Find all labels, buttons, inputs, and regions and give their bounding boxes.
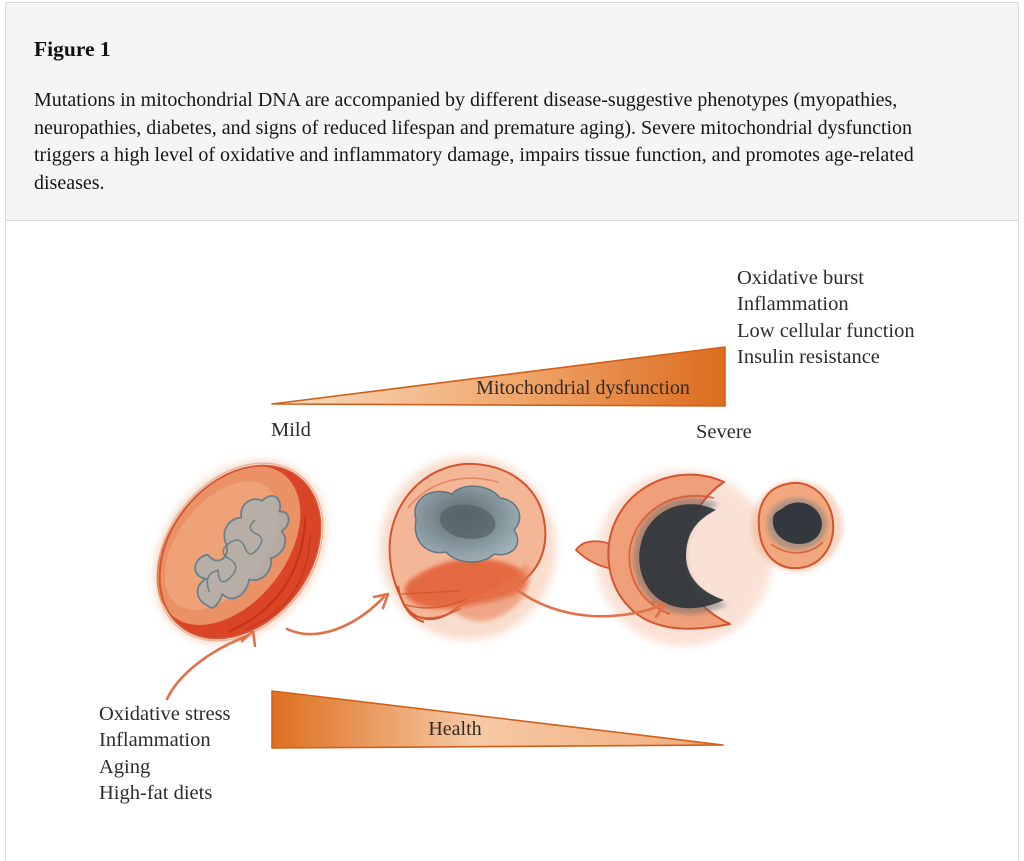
figure-panel <box>6 221 1018 859</box>
figure-caption-text: Mutations in mitochondrial DNA are accom… <box>34 89 914 194</box>
figure-caption-panel: Figure 1 Mutations in mitochondrial DNA … <box>6 3 1018 221</box>
figure-title: Figure 1 <box>34 37 111 61</box>
article-figure-page: Figure 1 Mutations in mitochondrial DNA … <box>5 2 1019 861</box>
